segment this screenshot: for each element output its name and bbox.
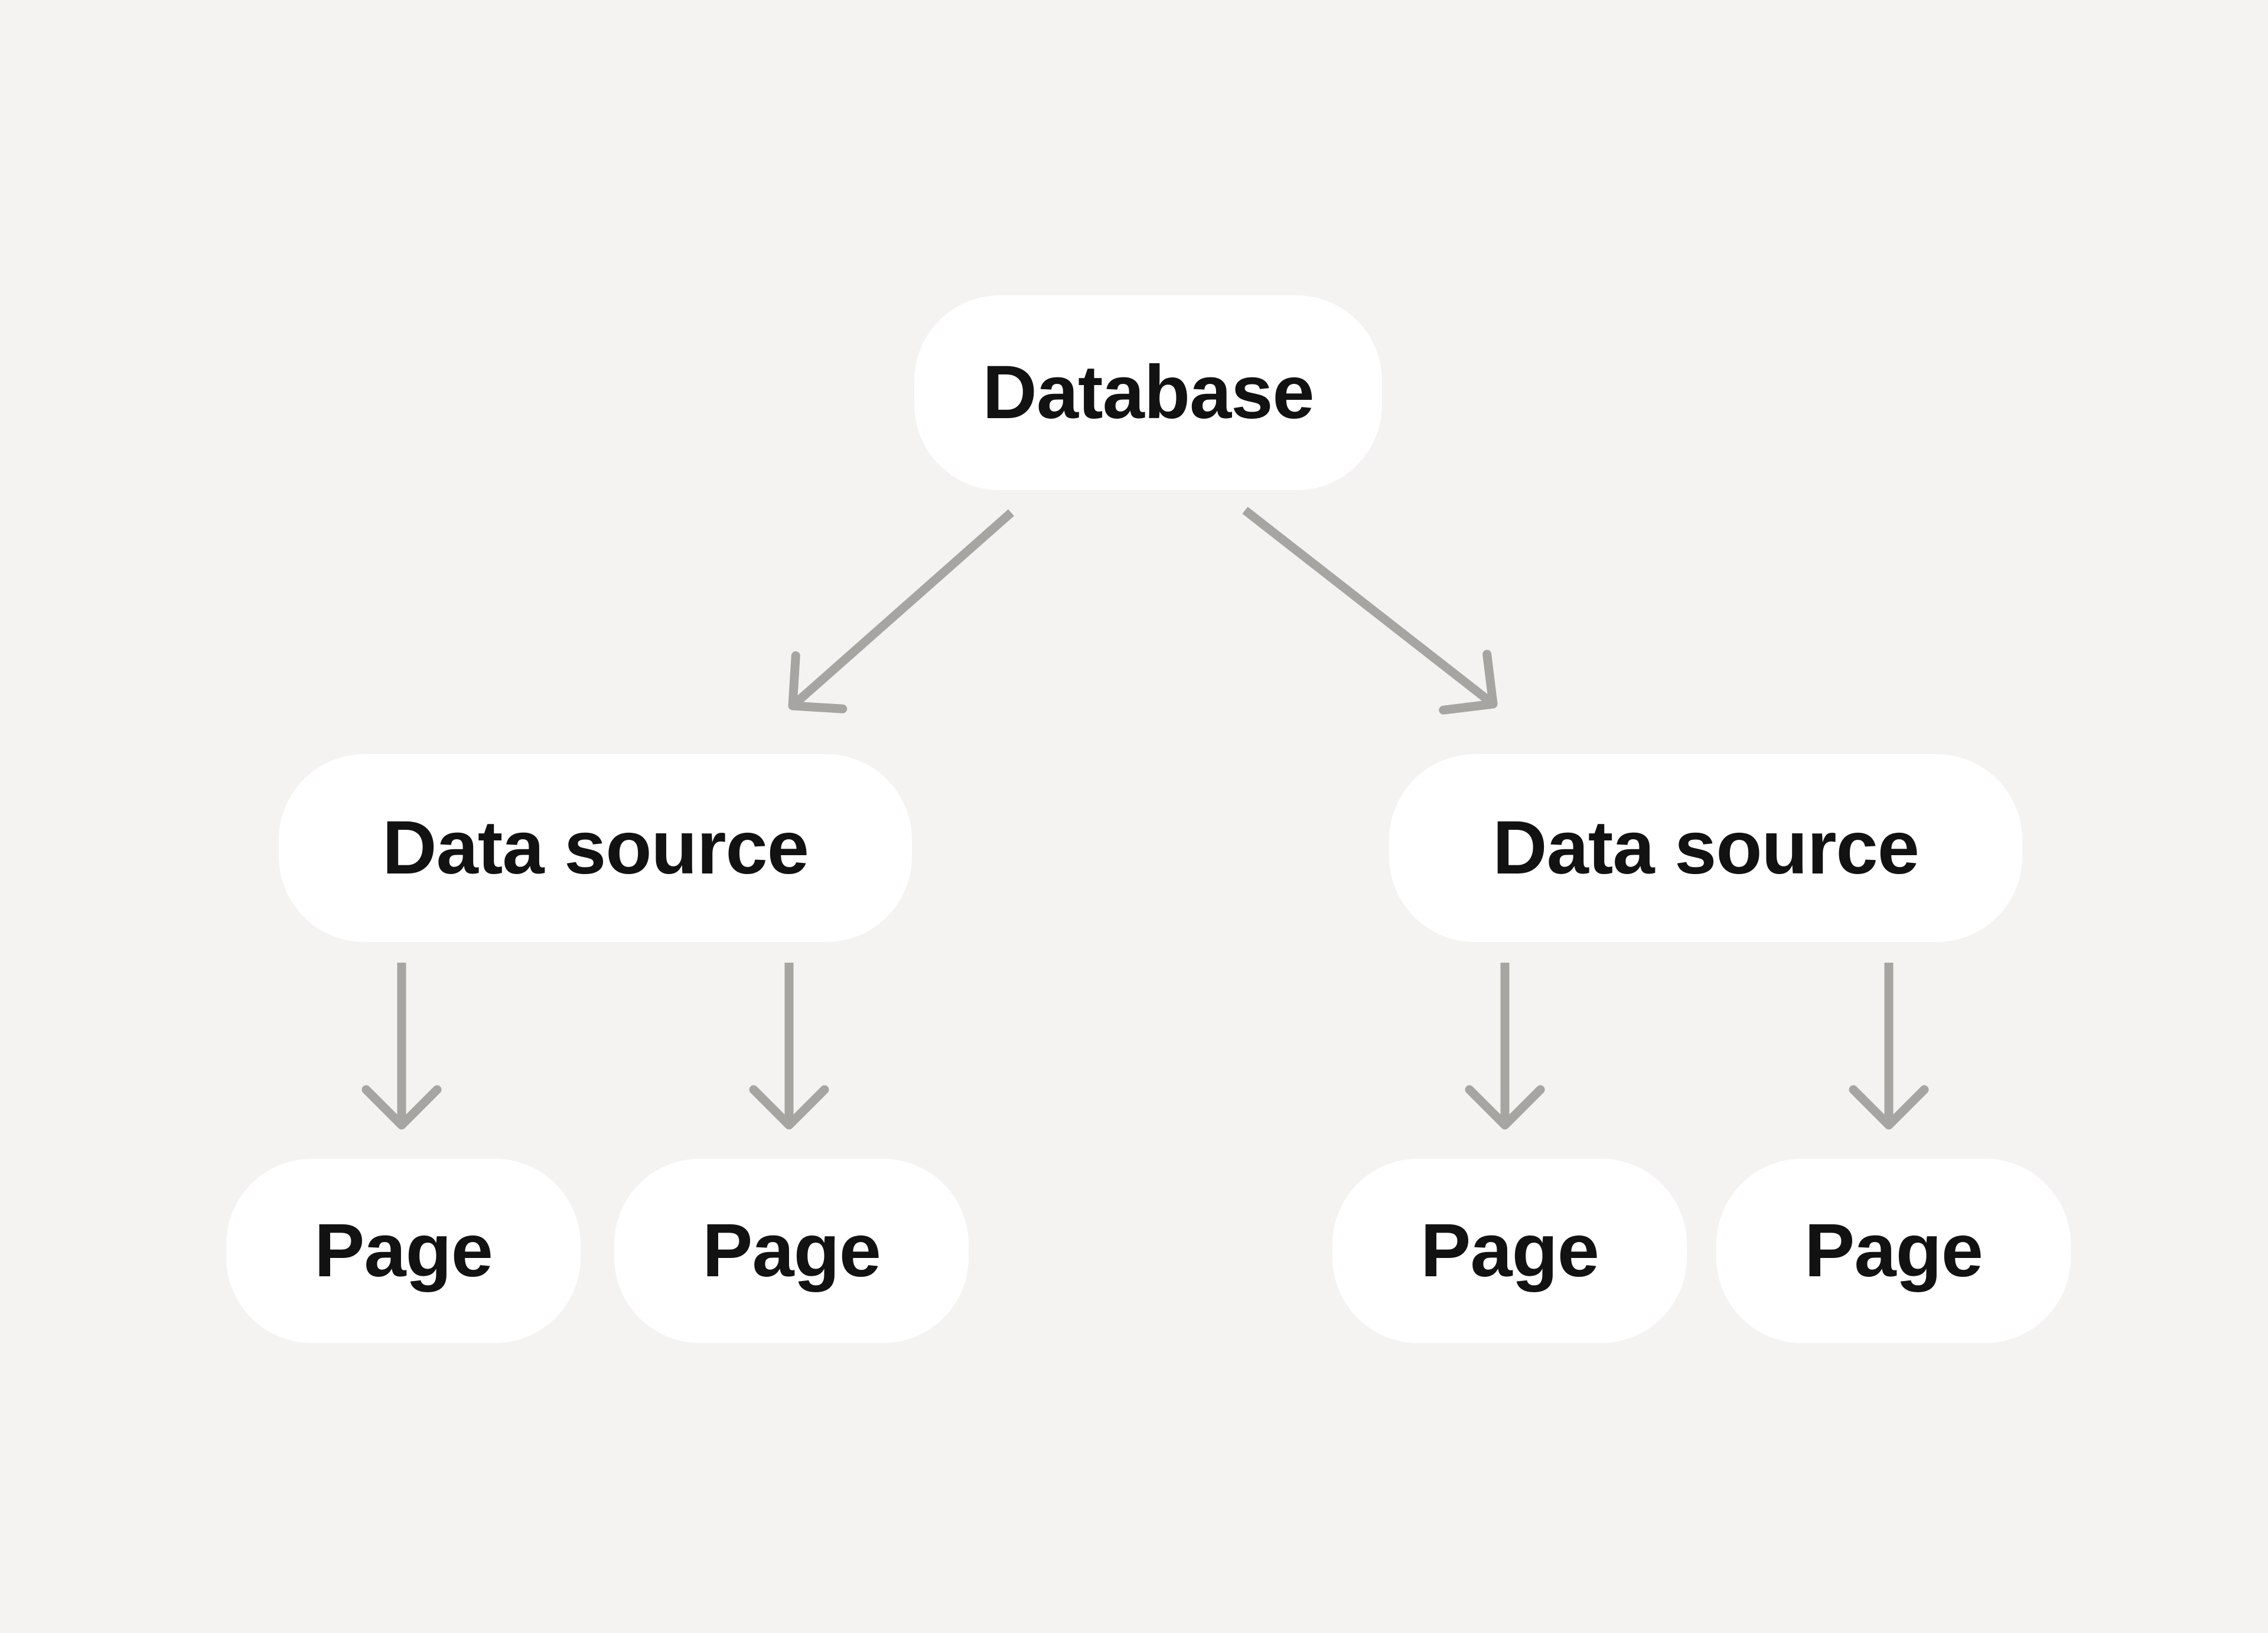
node-database: Database	[914, 295, 1382, 490]
node-page-3: Page	[1332, 1159, 1687, 1343]
node-database-label: Database	[982, 350, 1314, 435]
node-page-1: Page	[226, 1159, 581, 1343]
node-page-2-label: Page	[702, 1208, 881, 1293]
node-page-4: Page	[1716, 1159, 2071, 1343]
node-page-3-label: Page	[1420, 1208, 1599, 1293]
edge-database-to-data-source-right	[1242, 507, 1498, 715]
node-data-source-left-label: Data source	[382, 806, 809, 890]
node-data-source-right-label: Data source	[1493, 806, 1920, 890]
node-data-source-right: Data source	[1389, 754, 2022, 942]
node-page-1-label: Page	[314, 1208, 493, 1293]
node-data-source-left: Data source	[279, 754, 912, 942]
edge-database-to-data-source-left	[788, 509, 1014, 713]
node-page-4-label: Page	[1804, 1208, 1983, 1293]
node-page-2: Page	[614, 1159, 969, 1343]
